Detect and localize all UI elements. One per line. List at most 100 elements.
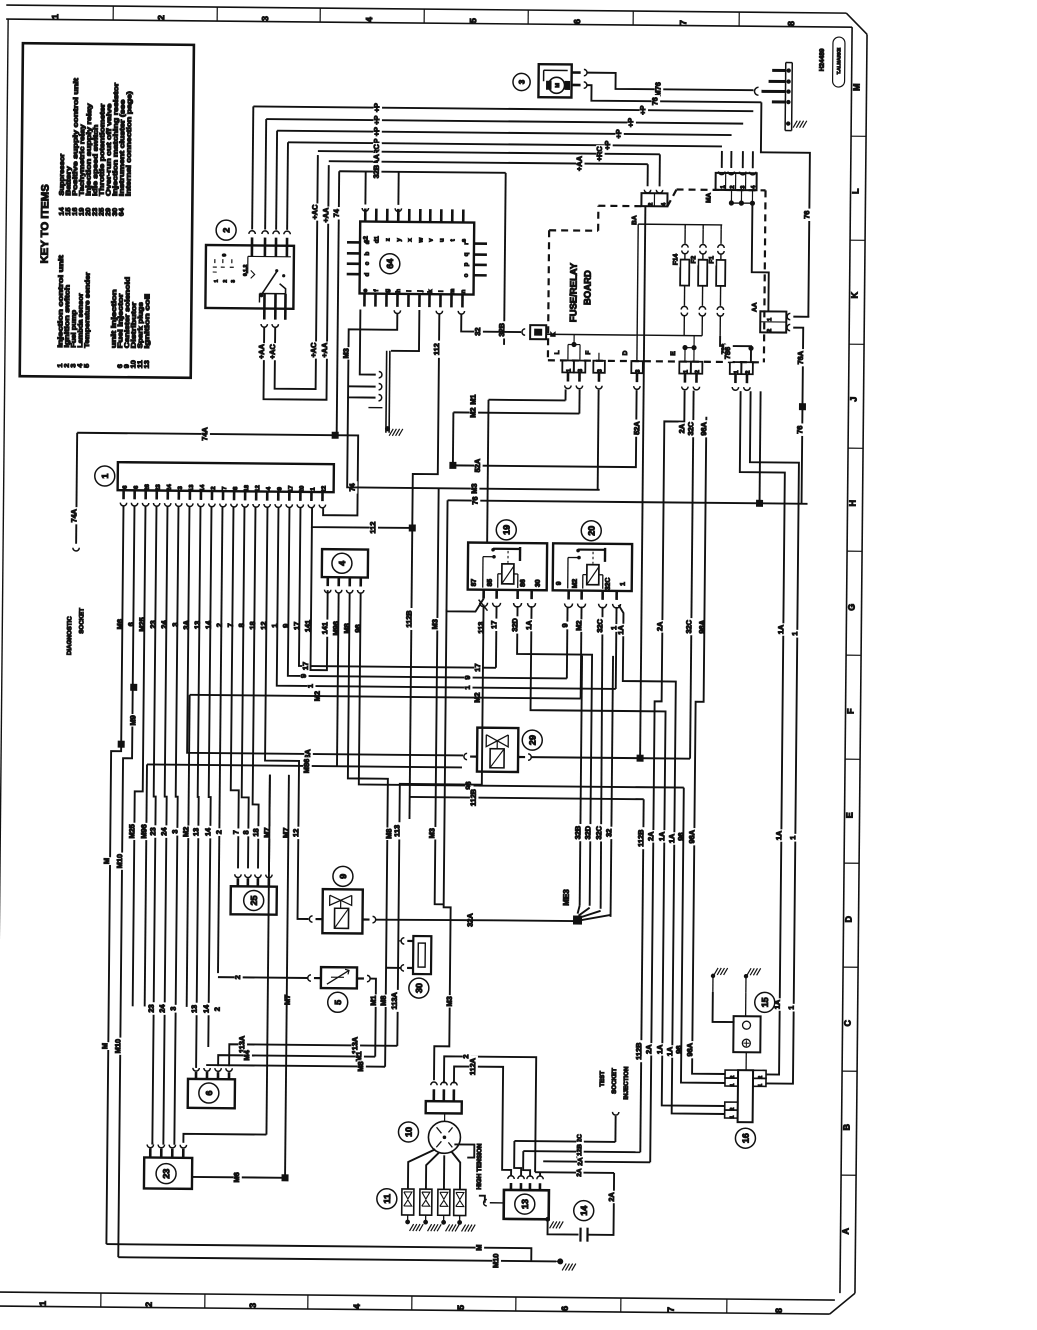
svg-text:ME3: ME3	[562, 889, 571, 906]
svg-text:4: 4	[364, 17, 374, 22]
svg-text:q: q	[463, 252, 470, 256]
svg-text:b: b	[364, 251, 371, 255]
svg-text:+AC: +AC	[310, 204, 319, 220]
svg-text:+P: +P	[372, 127, 381, 136]
svg-text:20: 20	[299, 485, 305, 492]
svg-text:M6: M6	[115, 619, 124, 629]
svg-text:B: B	[842, 1123, 852, 1130]
svg-text:141: 141	[320, 622, 329, 634]
svg-text:17: 17	[473, 663, 482, 671]
svg-text:u: u	[439, 238, 446, 242]
svg-text:96: 96	[353, 624, 362, 632]
svg-text:64: 64	[119, 208, 126, 217]
svg-text:2A: 2A	[607, 1191, 616, 1201]
svg-text:j: j	[417, 290, 424, 293]
svg-text:M10: M10	[113, 1039, 122, 1053]
svg-text:112C: 112C	[576, 1134, 583, 1149]
svg-text:2A: 2A	[644, 1044, 653, 1054]
svg-text:2: 2	[215, 623, 224, 627]
svg-text:L: L	[554, 350, 561, 354]
svg-text:16: 16	[72, 207, 79, 216]
svg-text:23: 23	[156, 484, 162, 491]
svg-text:6: 6	[560, 1306, 570, 1311]
svg-text:Fuel pump: Fuel pump	[71, 310, 78, 348]
svg-text:a: a	[364, 240, 371, 244]
svg-text:32C: 32C	[605, 578, 612, 591]
svg-text:1: 1	[767, 317, 773, 321]
svg-text:M: M	[100, 1043, 109, 1049]
svg-text:2A: 2A	[577, 1157, 584, 1166]
svg-text:1: 1	[306, 684, 315, 688]
svg-text:20: 20	[85, 207, 92, 216]
svg-text:23: 23	[92, 207, 99, 216]
svg-text:96A: 96A	[699, 421, 708, 435]
svg-text:24: 24	[158, 1004, 167, 1013]
svg-text:87: 87	[471, 579, 478, 587]
svg-text:24: 24	[167, 484, 173, 491]
svg-text:M76: M76	[653, 82, 662, 96]
svg-text:w: w	[418, 237, 425, 243]
svg-text:+P: +P	[372, 103, 381, 112]
svg-text:M10: M10	[491, 1254, 500, 1268]
svg-text:+AC: +AC	[268, 343, 277, 359]
svg-text:96: 96	[464, 781, 473, 789]
svg-text:M3: M3	[427, 828, 436, 838]
svg-text:Lambda sensor: Lambda sensor	[77, 293, 85, 348]
svg-text:Injection supply relay: Injection supply relay	[85, 103, 93, 196]
svg-text:D: D	[844, 915, 854, 922]
svg-text:13: 13	[190, 1005, 199, 1013]
svg-text:1: 1	[620, 582, 627, 586]
svg-text:9: 9	[277, 486, 283, 490]
svg-text:32D: 32D	[583, 825, 592, 839]
svg-text:30: 30	[112, 208, 119, 217]
svg-text:5: 5	[84, 363, 91, 367]
svg-text:32C: 32C	[686, 421, 695, 435]
svg-text:M8: M8	[379, 996, 388, 1006]
svg-text:F1: F1	[708, 256, 715, 264]
svg-text:17: 17	[292, 622, 301, 630]
svg-text:19: 19	[79, 207, 86, 216]
svg-text:E: E	[845, 812, 855, 818]
svg-text:112B: 112B	[636, 830, 645, 847]
svg-text:74A: 74A	[69, 508, 78, 522]
svg-text:Spark plugs: Spark plugs	[137, 302, 144, 349]
svg-text:M96: M96	[139, 824, 148, 838]
svg-text:1: 1	[730, 1116, 736, 1119]
svg-text:19: 19	[501, 525, 511, 535]
svg-text:d1: d1	[374, 235, 381, 243]
svg-text:18: 18	[251, 828, 260, 836]
svg-text:x: x	[407, 238, 414, 242]
svg-text:96A: 96A	[697, 619, 706, 633]
svg-text:M1: M1	[468, 394, 477, 404]
svg-text:2: 2	[214, 830, 223, 834]
svg-text:0,1,2: 0,1,2	[243, 264, 249, 276]
svg-text:BOARD: BOARD	[582, 270, 593, 305]
svg-text:M4: M4	[242, 1049, 251, 1060]
svg-text:8: 8	[774, 1308, 784, 1313]
svg-text:3: 3	[578, 368, 584, 372]
svg-text:M7: M7	[262, 827, 271, 837]
svg-text:23: 23	[148, 827, 157, 835]
svg-text:1: 1	[463, 685, 472, 689]
svg-text:internal connection page): internal connection page)	[125, 91, 133, 196]
svg-text:2: 2	[213, 1007, 222, 1011]
svg-text:6: 6	[126, 622, 135, 626]
svg-text:Ignition switch: Ignition switch	[64, 285, 72, 348]
svg-text:12: 12	[259, 621, 268, 629]
svg-text:t: t	[450, 239, 457, 241]
svg-text:2: 2	[746, 370, 752, 374]
svg-text:M25: M25	[137, 617, 146, 631]
svg-text:11: 11	[382, 1194, 392, 1204]
svg-text:+AA: +AA	[320, 342, 329, 358]
svg-text:Tachymetric relay: Tachymetric relay	[79, 124, 87, 196]
svg-text:1: 1	[684, 369, 690, 373]
svg-text:HIGH TENSION: HIGH TENSION	[476, 1143, 483, 1190]
svg-text:+P: +P	[372, 115, 381, 124]
svg-text:1: 1	[758, 1084, 764, 1087]
svg-text:7: 7	[666, 1307, 676, 1312]
svg-text:+AA: +AA	[257, 343, 266, 359]
svg-text:29: 29	[105, 208, 112, 217]
svg-text:M3: M3	[430, 619, 439, 629]
svg-text:K: K	[550, 332, 557, 337]
svg-text:4: 4	[751, 185, 757, 189]
